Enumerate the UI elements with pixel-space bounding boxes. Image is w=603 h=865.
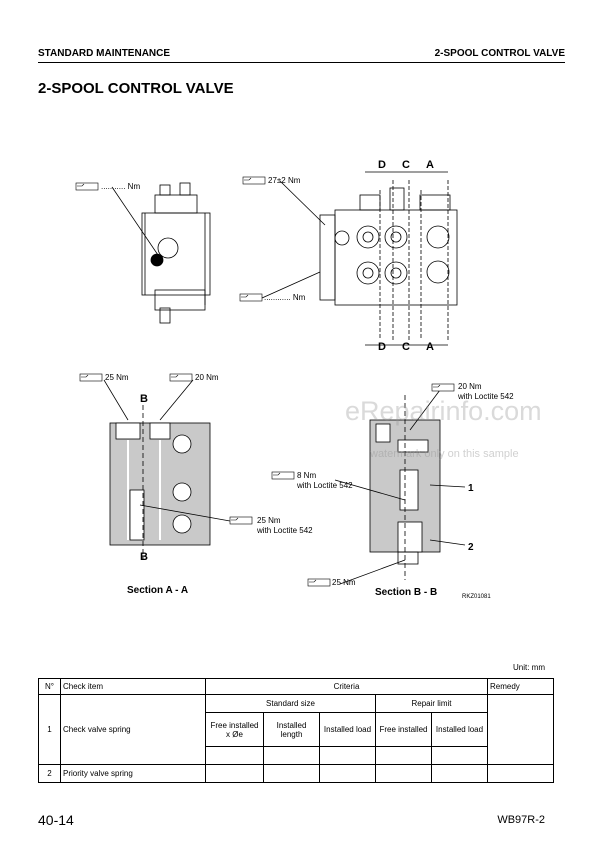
caption-section-aa: Section A - A <box>127 585 189 596</box>
valve-side-view <box>141 182 211 324</box>
torque-wrench-icon <box>271 471 295 480</box>
torque-wrench-icon <box>431 383 455 392</box>
cell <box>487 764 554 783</box>
cell <box>263 746 320 765</box>
cell <box>375 746 432 765</box>
th-standard-size: Standard size <box>205 694 376 713</box>
cell <box>319 746 376 765</box>
unit-label: Unit: mm <box>513 663 545 672</box>
model-number: WB97R-2 <box>497 814 545 826</box>
th-criteria: Criteria <box>205 678 488 695</box>
cell <box>431 746 488 765</box>
torque-25-loctite-1: 25 Nm <box>257 516 281 525</box>
valve-front-view <box>319 171 458 346</box>
dim-d-bottom: D <box>378 341 386 353</box>
watermark: eRepairinfo.com <box>345 396 542 426</box>
callout-1: 1 <box>468 483 474 494</box>
criteria-table: N° Check item Criteria Remedy 1 Check va… <box>38 678 554 783</box>
page-title: 2-SPOOL CONTROL VALVE <box>38 80 234 97</box>
torque-25b: 25 Nm <box>332 578 356 587</box>
cell <box>263 764 320 783</box>
callout-2: 2 <box>468 542 474 553</box>
th-installed-load-2: Installed load <box>431 712 488 747</box>
cell <box>375 764 432 783</box>
torque-wrench-icon <box>229 516 253 525</box>
dim-c-top: C <box>402 159 410 171</box>
th-no: N° <box>38 678 61 695</box>
torque-wrench-icon <box>75 182 99 191</box>
section-a-a <box>109 405 211 560</box>
section-b-bottom: B <box>140 551 148 563</box>
torque-8-1: 8 Nm <box>297 471 316 480</box>
th-installed-load: Installed load <box>319 712 376 747</box>
caption-section-bb: Section B - B <box>375 587 438 598</box>
row2-no: 2 <box>38 764 61 783</box>
th-free-installed: Free installed <box>375 712 432 747</box>
section-b-b <box>369 395 441 580</box>
th-free-installed-x: Free installed x Øe <box>205 712 264 747</box>
cell <box>319 764 376 783</box>
torque-label-1: ........... Nm <box>101 182 140 191</box>
cell <box>205 764 264 783</box>
torque-wrench-icon <box>169 373 193 382</box>
watermark-sub: watermark only on this sample <box>370 448 519 460</box>
torque-wrench-icon <box>242 176 266 185</box>
torque-25-loctite-2: with Loctite 542 <box>256 526 313 535</box>
th-repair-limit: Repair limit <box>375 694 488 713</box>
figure-ref-code: RKZ01081 <box>462 594 491 600</box>
technical-figure: ........... Nm 27±2 Nm ............ Nm D… <box>75 159 514 587</box>
th-remedy: Remedy <box>487 678 554 695</box>
dim-d-top: D <box>378 159 386 171</box>
row1-remedy <box>487 694 554 765</box>
torque-20-loctite-1: 20 Nm <box>458 382 482 391</box>
page-number: 40-14 <box>38 812 74 828</box>
header-left: STANDARD MAINTENANCE <box>38 48 171 59</box>
cell <box>205 746 264 765</box>
row2-item: Priority valve spring <box>60 764 206 783</box>
dim-a-bottom: A <box>426 341 434 353</box>
row1-no: 1 <box>38 694 61 765</box>
torque-wrench-icon <box>79 373 103 382</box>
th-installed-length: Installed length <box>263 712 320 747</box>
torque-wrench-icon <box>307 578 331 587</box>
torque-label-20: 20 Nm <box>195 373 219 382</box>
header-right: 2-SPOOL CONTROL VALVE <box>434 48 565 59</box>
th-check-item: Check item <box>60 678 206 695</box>
cell <box>431 764 488 783</box>
dim-a-top: A <box>426 159 434 171</box>
torque-20-loctite-2: with Loctite 542 <box>457 392 514 401</box>
row1-item: Check valve spring <box>60 694 206 765</box>
section-b-top: B <box>140 393 148 405</box>
torque-label-27: 27±2 Nm <box>268 176 301 185</box>
dim-c-bottom: C <box>402 341 410 353</box>
torque-8-2: with Loctite 542 <box>296 481 353 490</box>
torque-label-2: ............ Nm <box>264 293 306 302</box>
page-header: STANDARD MAINTENANCE 2-SPOOL CONTROL VAL… <box>38 46 565 63</box>
torque-wrench-icon <box>239 293 263 302</box>
torque-label-25: 25 Nm <box>105 373 129 382</box>
